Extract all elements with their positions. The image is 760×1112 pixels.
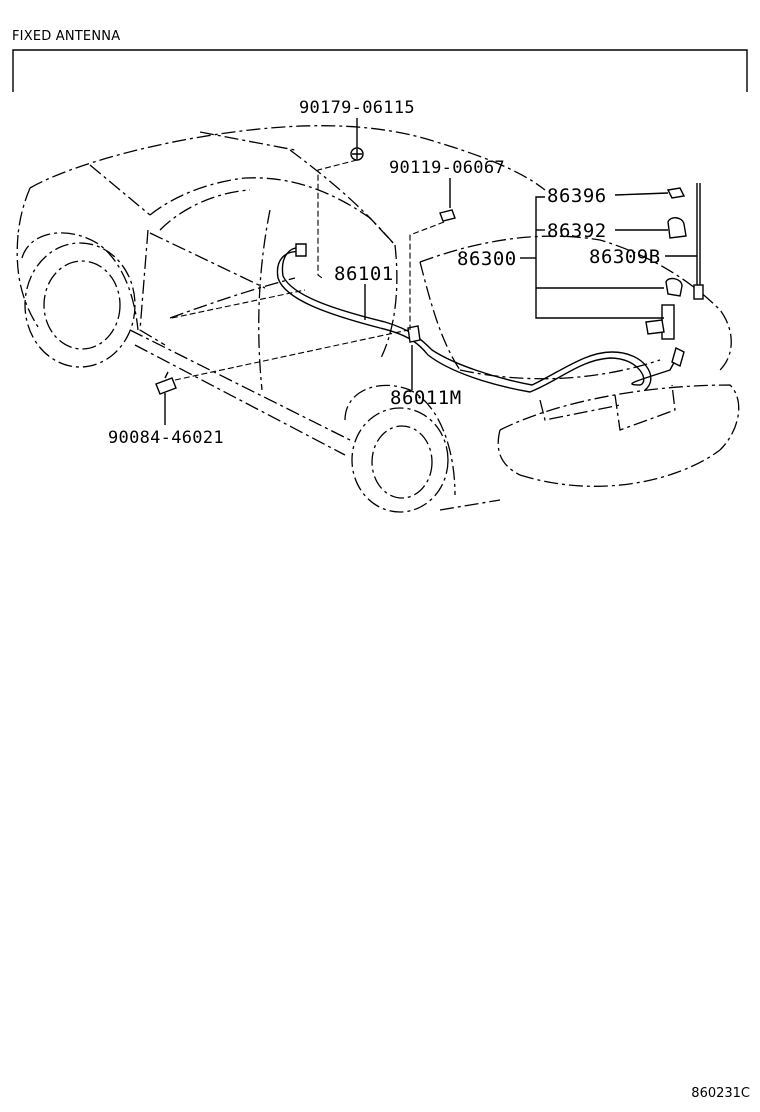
frame-bracket xyxy=(12,49,748,92)
part-label-86011M: 86011M xyxy=(390,387,462,409)
antenna-cable xyxy=(276,243,685,393)
diagram-code: 860231C xyxy=(691,1086,750,1101)
base-86300 xyxy=(645,277,683,340)
part-label-86309B: 86309B xyxy=(589,246,661,268)
car-outline xyxy=(16,125,740,513)
fastener-90179 xyxy=(350,147,364,161)
part-label-90084-46021: 90084-46021 xyxy=(108,428,224,448)
part-label-86300: 86300 xyxy=(457,248,517,270)
diagram-title: FIXED ANTENNA xyxy=(12,29,121,44)
nut-86396 xyxy=(666,187,686,199)
part-label-86392: 86392 xyxy=(547,220,607,242)
pad-86392 xyxy=(667,217,687,239)
leader-lines xyxy=(164,118,697,425)
part-label-86396: 86396 xyxy=(547,185,607,207)
antenna-mast-86309B xyxy=(693,183,704,300)
part-label-90119-06067: 90119-06067 xyxy=(389,158,505,178)
part-label-86101: 86101 xyxy=(334,263,394,285)
part-label-90179-06115: 90179-06115 xyxy=(299,98,415,118)
clip-90119 xyxy=(439,209,456,222)
clip-90084 xyxy=(155,371,177,395)
